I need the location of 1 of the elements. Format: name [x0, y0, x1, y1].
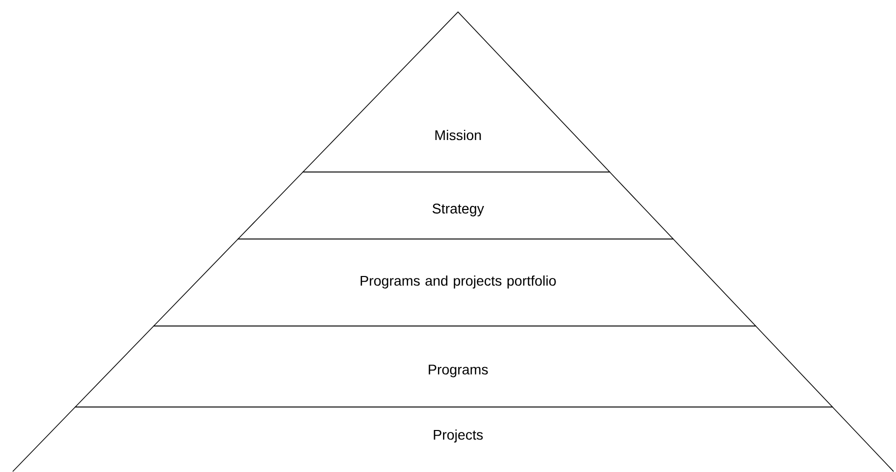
pyramid-tier: Projects — [12, 406, 894, 472]
